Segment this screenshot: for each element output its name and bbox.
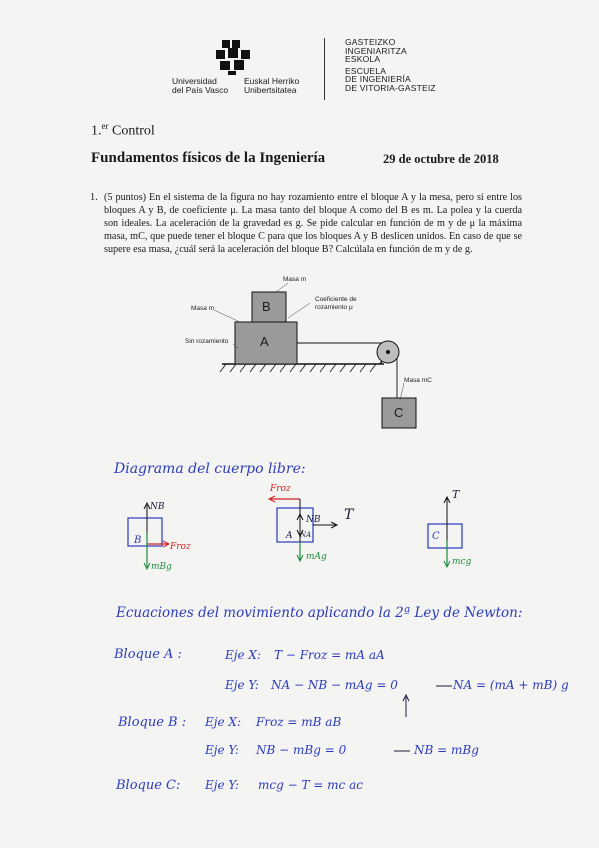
fbd-b-normal: NB (150, 502, 165, 512)
block-b-label-hw: Bloque B : (118, 715, 187, 730)
block-b-y-eq: NB − mBg = 0 (256, 743, 347, 757)
block-a-label-hw: Bloque A : (114, 647, 182, 662)
fbd-c-weight: mcg (452, 557, 472, 567)
equations-title: Ecuaciones del movimiento aplicando la 2… (116, 605, 523, 621)
block-a-y-eq: NA − NB − mAg = 0 (271, 678, 398, 692)
label-friction: Coeficiente de rozamiento μ (315, 296, 357, 311)
fbd-a-weight: mAg (306, 552, 327, 562)
label-mass-mc: Masa mC (404, 377, 432, 384)
header-divider (324, 38, 325, 100)
course-title: Fundamentos físicos de la Ingeniería (91, 150, 326, 166)
fbd-title: Diagrama del cuerpo libre: (114, 461, 306, 477)
block-a-x-label: Eje X: (225, 648, 261, 662)
control-title: 1.er Control (91, 121, 155, 139)
label-no-friction: Sin rozamiento (185, 338, 229, 345)
block-a-label: A (260, 334, 269, 349)
block-b-y-result: NB = mBg (414, 743, 479, 757)
label-mass-m-top: Masa m (283, 276, 307, 283)
fbd-c-block: C (432, 531, 440, 542)
block-c-shape (381, 397, 417, 429)
problem-text: (5 puntos) En el sistema de la figura no… (104, 192, 522, 255)
block-a-y-label: Eje Y: (225, 678, 259, 692)
problem-number: 1. (90, 192, 98, 203)
block-b-label: B (262, 299, 271, 314)
university-name-eu: Euskal Herriko Unibertsitatea (244, 76, 300, 95)
fbd-b-block: B (134, 535, 142, 546)
school-name: GASTEIZKO INGENIARITZA ESKOLA ESCUELA DE… (345, 37, 436, 93)
block-a-x-eq: T − Froz = mA aA (274, 648, 385, 662)
block-b-shape (251, 291, 287, 323)
fbd-a-normal-b: NB (306, 515, 321, 525)
problem-statement: 1. (5 puntos) En el sistema de la figura… (90, 191, 522, 256)
block-c-label: C (394, 405, 404, 420)
block-c-label-hw: Bloque C: (116, 778, 181, 793)
fbd-a-friction: Froz (270, 484, 291, 494)
exam-date: 29 de octubre de 2018 (383, 152, 499, 166)
block-b-x-label: Eje X: (205, 715, 241, 729)
block-c-y-eq: mcg − T = mc ac (258, 778, 363, 792)
block-a-y-result: NA = (mA + mB) g (453, 678, 569, 692)
university-name-es: Universidad del País Vasco (172, 76, 229, 95)
label-mass-m-left: Masa m (191, 305, 215, 312)
fbd-c-tension: T (452, 488, 460, 501)
block-b-y-label: Eje Y: (205, 743, 239, 757)
fbd-a-block: A (286, 531, 293, 541)
fbd-a-normal: NA (300, 531, 312, 539)
block-b-x-eq: Froz = mB aB (256, 715, 342, 729)
block-c-y-label: Eje Y: (205, 778, 239, 792)
fbd-b-weight: mBg (151, 562, 172, 572)
fbd-a-tension: T (344, 507, 354, 523)
block-a-shape (234, 321, 298, 365)
fbd-b-friction: Froz (170, 542, 191, 552)
